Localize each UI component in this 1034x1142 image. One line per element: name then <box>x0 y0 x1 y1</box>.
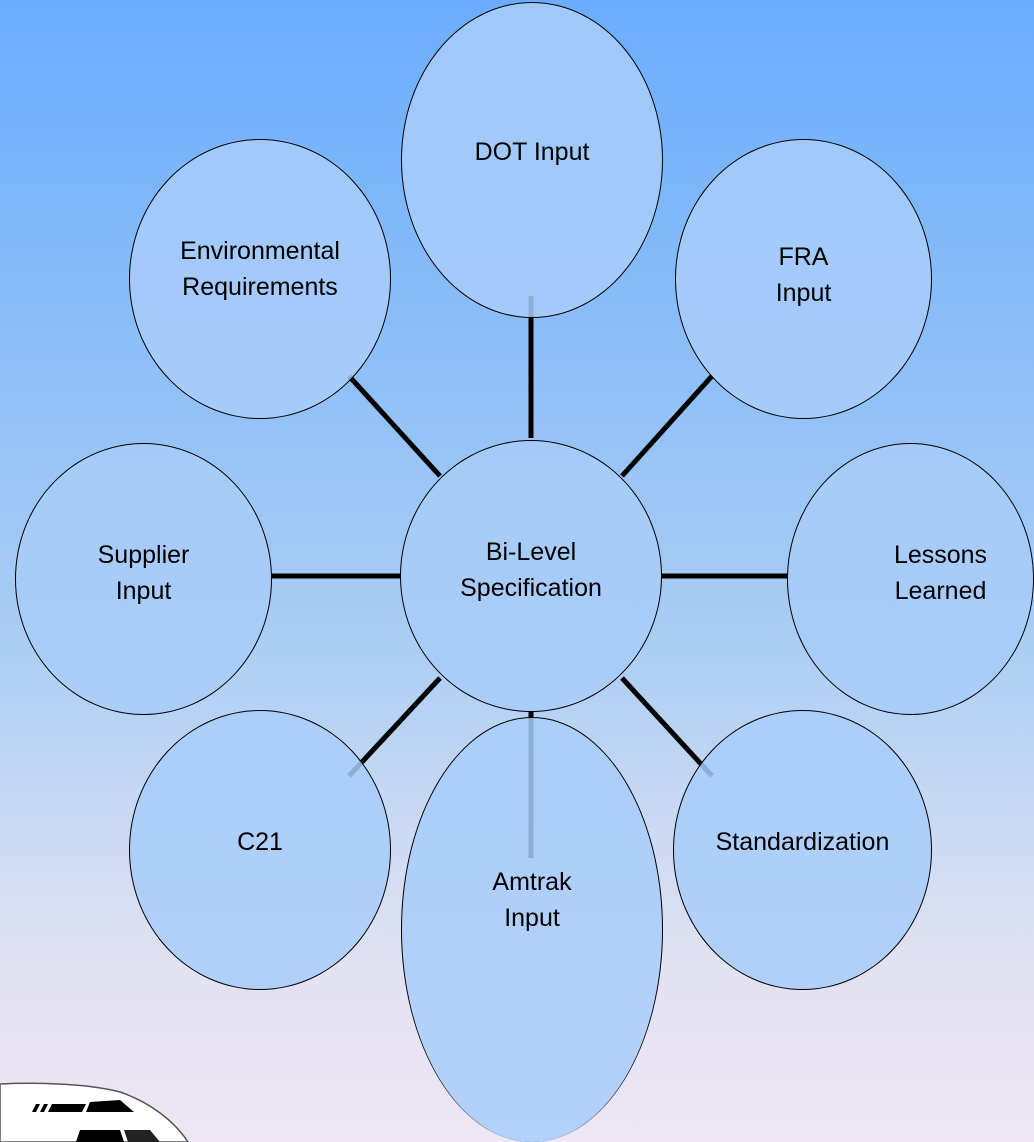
node-supplier-input: Supplier Input <box>15 443 272 715</box>
node-dot-input: DOT Input <box>401 2 663 318</box>
node-amtrak-input: Amtrak Input <box>401 717 663 1142</box>
node-center-bi-level-specification: Bi-Level Specification <box>400 440 662 712</box>
node-environmental-requirements: Environmental Requirements <box>129 139 391 419</box>
node-standardization: Standardization <box>673 710 932 990</box>
connector-environmental <box>347 374 442 478</box>
train-logo-icon <box>0 1082 189 1142</box>
node-fra-input: FRA Input <box>675 139 932 419</box>
node-c21: C21 <box>129 710 391 990</box>
connector-standardization <box>620 676 714 778</box>
connector-fra <box>620 374 714 478</box>
node-lessons-learned: Lessons Learned <box>787 443 1034 715</box>
connector-c21 <box>347 676 442 778</box>
